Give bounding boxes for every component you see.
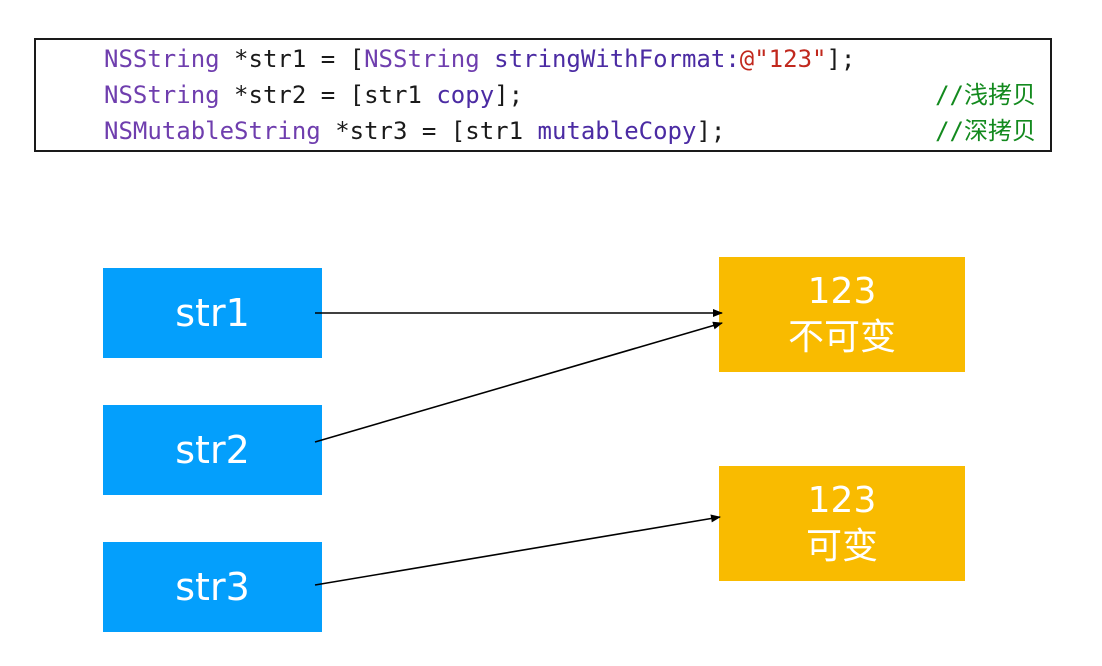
arrow-str2-to-immutable	[314, 321, 723, 443]
comment-shallow-copy: //浅拷贝	[935, 81, 1036, 109]
object-value: 123	[807, 270, 877, 312]
method-token: mutableCopy	[537, 117, 697, 145]
variable-box-str3: str3	[103, 542, 322, 632]
comment-deep-copy: //深拷贝	[935, 117, 1036, 145]
class-token: NSString	[364, 45, 480, 73]
object-box-mutable: 123 可变	[719, 466, 965, 581]
type-token: NSString	[104, 81, 220, 109]
code-token: *str2 = [str1	[219, 81, 437, 109]
code-snippet-box: NSString *str1 = [NSString stringWithFor…	[34, 38, 1052, 152]
variable-label: str3	[175, 565, 250, 609]
object-mutability-label: 不可变	[787, 316, 896, 358]
type-token: NSMutableString	[104, 117, 321, 145]
code-line-3: NSMutableString *str3 = [str1 mutableCop…	[104, 114, 1036, 148]
code-token: ];	[826, 45, 856, 73]
code-line-1: NSString *str1 = [NSString stringWithFor…	[104, 42, 1036, 76]
type-token: NSString	[104, 45, 220, 73]
code-token: ];	[494, 81, 524, 109]
object-value: 123	[807, 479, 877, 521]
object-box-immutable: 123 不可变	[719, 257, 965, 372]
code-token: *str1 = [	[219, 45, 365, 73]
variable-box-str1: str1	[103, 268, 322, 358]
object-mutability-label: 可变	[805, 525, 878, 567]
code-token: ];	[696, 117, 726, 145]
code-line-2: NSString *str2 = [str1 copy]; //浅拷贝	[104, 78, 1036, 112]
method-token: stringWithFormat:	[494, 45, 740, 73]
variable-box-str2: str2	[103, 405, 322, 495]
variable-label: str2	[175, 428, 250, 472]
string-literal-token: @"123"	[739, 45, 827, 73]
code-token: *str3 = [str1	[320, 117, 538, 145]
method-token: copy	[436, 81, 495, 109]
code-token	[480, 45, 494, 73]
variable-label: str1	[175, 291, 250, 335]
arrow-str3-to-mutable	[314, 514, 721, 586]
